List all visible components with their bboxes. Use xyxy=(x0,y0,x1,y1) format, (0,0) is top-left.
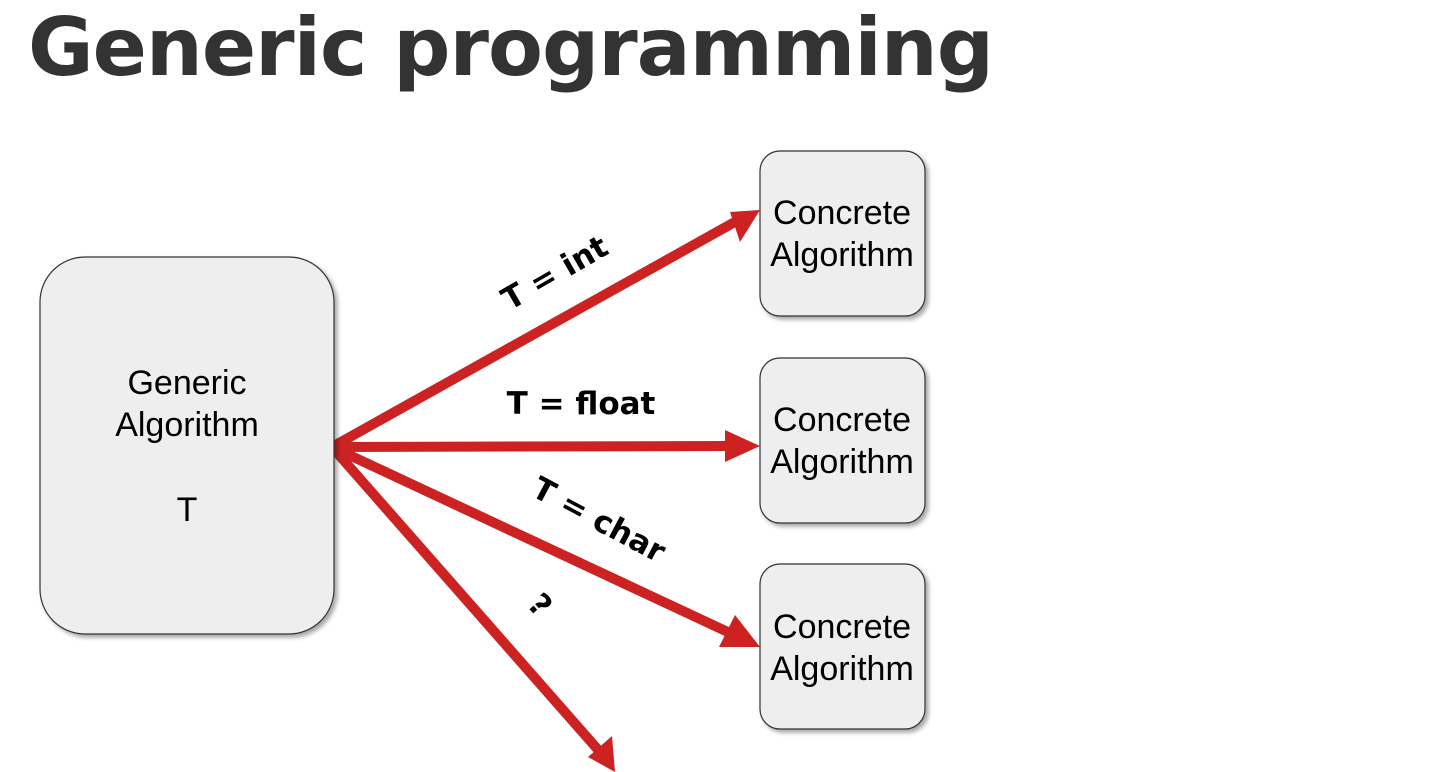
concrete-box-line2: Algorithm xyxy=(770,236,914,274)
type-parameter: T xyxy=(177,491,198,529)
concrete-algorithm-box: Concrete Algorithm xyxy=(759,563,926,730)
arrow-label-unknown: ? xyxy=(520,587,559,624)
generic-box-line2: Algorithm xyxy=(115,406,259,444)
arrow-int xyxy=(327,210,760,452)
concrete-algorithm-box: Concrete Algorithm xyxy=(759,357,926,524)
concrete-box-line2: Algorithm xyxy=(770,650,914,688)
arrow-unknown xyxy=(327,442,615,772)
arrow-label-char: T = char xyxy=(526,470,672,570)
slide-title: Generic programming xyxy=(28,1,994,94)
generic-algorithm-box: Generic Algorithm T xyxy=(39,256,335,635)
concrete-box-line1: Concrete xyxy=(773,401,911,439)
concrete-box-line1: Concrete xyxy=(773,608,911,646)
concrete-algorithm-box: Concrete Algorithm xyxy=(759,150,926,317)
generic-box-line1: Generic xyxy=(127,364,246,402)
arrow-char xyxy=(327,442,760,647)
concrete-box-line2: Algorithm xyxy=(770,443,914,481)
arrow-label-float: T = float xyxy=(507,386,656,422)
arrow-float xyxy=(327,430,760,462)
concrete-box-line1: Concrete xyxy=(773,194,911,232)
